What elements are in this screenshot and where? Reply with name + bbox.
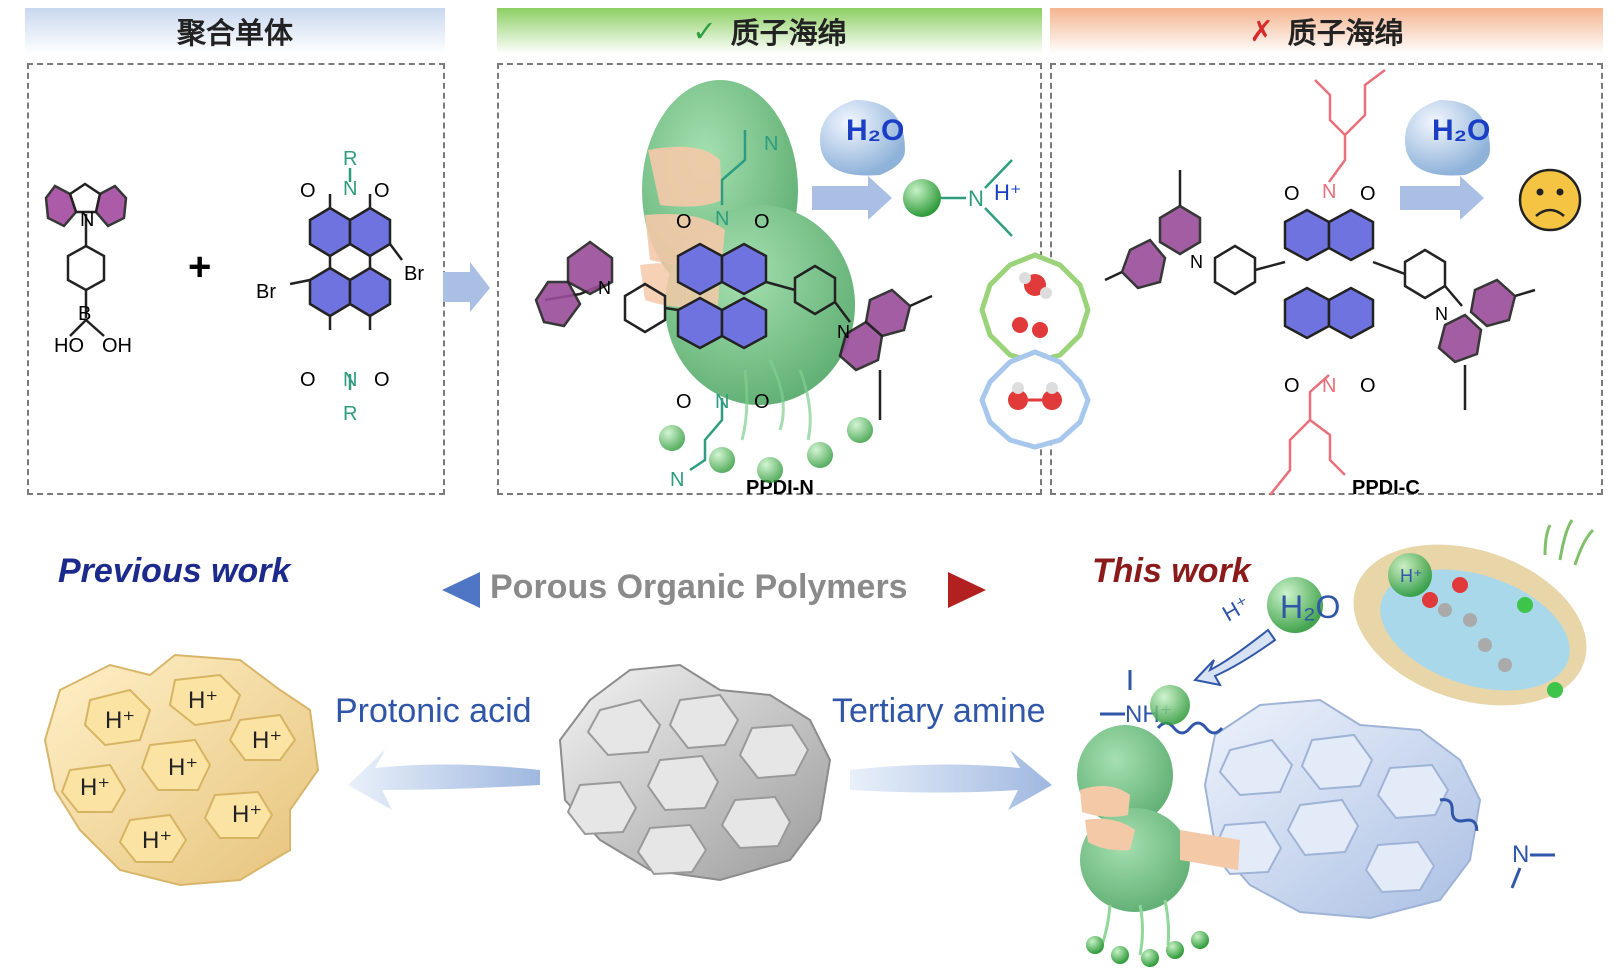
ppdi-c-o-top-left: O [1284,183,1300,205]
porous-organic-polymers-label: Porous Organic Polymers [490,568,908,606]
hand-sponge-icon [640,80,855,441]
arrow-icon [812,176,892,220]
water-droplet-icon [820,100,905,176]
proton-ball [903,179,941,217]
sad-face-icon [1518,168,1582,232]
arrow-icon [850,750,1052,810]
arrow-icon [1193,628,1277,687]
h-plus-label: H⁺ [994,180,1022,205]
bromo-right: Br [404,263,424,285]
dibromo-pdi-monomer [289,168,403,390]
ppdi-n-o-top-right: O [754,211,770,233]
ppdi-n-amine-n-bottom: N [670,469,684,491]
h-plus-label: H⁺ [142,827,172,854]
tertiary-amine-label: Tertiary amine [832,692,1046,730]
ppdi-n-carbazole-n-left: N [598,278,611,298]
water-molecule-badge-green [979,252,1091,365]
amine-n-right: N [1512,841,1529,868]
h2o-label-lower: H₂O [1280,589,1340,625]
h-plus-label: H⁺ [168,754,198,781]
header-proton-sponge-no: ✗ 质子海绵 [1050,8,1603,54]
r-group-bottom: R [343,403,357,425]
imide-n-top: N [343,178,357,200]
honeycomb-icon [558,663,832,882]
ppdi-c-imide-n-bottom: N [1322,375,1336,397]
carbazole-n-label: N [80,209,94,231]
amine-chain [1439,798,1479,831]
ppdi-n-o-top-left: O [676,211,692,233]
previous-work-label: Previous work [58,552,293,590]
oh-label: OH [102,335,132,357]
h-plus-label: H⁺ [1218,591,1254,626]
proton-ball [1150,685,1190,725]
water-molecule-badge-blue [979,349,1091,450]
proton-balls-box2 [659,417,873,483]
r-group-top: R [343,148,357,170]
boron-label: B [78,303,91,325]
header-proton-sponge-yes: ✓ 质子海绵 [497,8,1042,54]
bromo-left: Br [256,281,276,303]
cross-icon: ✗ [1249,14,1274,48]
header-proton-sponge-no-label: 质子海绵 [1287,16,1404,50]
arrow-icon [1400,176,1484,220]
ppdi-c-o-bottom-left: O [1284,375,1300,397]
arrow-icon [442,572,480,608]
carbazole-boronic-acid [44,182,128,337]
h-plus-label: H⁺ [188,687,218,714]
polymer-name-ppdi-n: PPDI-N [746,477,814,499]
honeycomb-icon [1203,698,1482,920]
pond-molecule-icon [1353,519,1595,706]
h-plus-label: H⁺ [105,707,135,734]
proton-ball [1267,577,1323,633]
h-plus-label: H⁺ [1400,566,1423,586]
ppdi-n-imide-n-bottom: N [715,391,729,413]
ppdi-c-structure [1104,69,1536,496]
header-monomer: 聚合单体 [25,8,445,54]
water-droplet-icon [1405,100,1490,176]
header-monomer-label: 聚合单体 [176,16,293,50]
ppdi-n-o-bottom-left: O [676,391,692,413]
ho-label: HO [54,335,84,357]
ppdi-n-carbazole-n-right: N [837,322,850,342]
arrow-icon [348,750,540,810]
arrow-icon [948,572,986,608]
carbonyl-o-top-left: O [300,180,316,202]
carbonyl-o-top-right: O [374,180,390,202]
ppdi-c-carbazole-n-right: N [1435,304,1448,324]
imide-n-bottom: N [343,369,357,391]
h2o-label-box3: H₂O [1432,114,1490,147]
carbonyl-o-bottom-right: O [374,369,390,391]
check-icon: ✓ [692,14,717,48]
ppdi-n-amine-n-top: N [764,133,778,155]
h-plus-label: H⁺ [80,774,110,801]
ppdi-c-o-top-right: O [1360,183,1376,205]
carbonyl-o-bottom-left: O [300,369,316,391]
ppdi-n-o-bottom-right: O [754,391,770,413]
plus-sign: + [188,245,211,289]
ppdi-c-o-bottom-right: O [1360,375,1376,397]
h-plus-label: H⁺ [232,801,262,828]
arrow-icon [443,262,490,312]
ppdi-n-structure [534,130,933,472]
amine-n-label: N [968,186,984,211]
h-plus-label: H⁺ [252,727,282,754]
ppdi-c-imide-n-top: N [1322,181,1336,203]
polymer-name-ppdi-c: PPDI-C [1352,477,1420,499]
protonic-acid-label: Protonic acid [335,692,532,730]
proton-balls-lower [1086,931,1209,967]
h2o-label-box2: H₂O [846,114,904,147]
header-proton-sponge-yes-label: 质子海绵 [730,16,847,50]
ppdi-n-imide-n-top: N [715,208,729,230]
this-work-label: This work [1092,552,1253,590]
ppdi-c-carbazole-n-left: N [1190,252,1203,272]
honeycomb-icon [43,653,320,887]
hand-sponge-icon [1077,725,1240,956]
